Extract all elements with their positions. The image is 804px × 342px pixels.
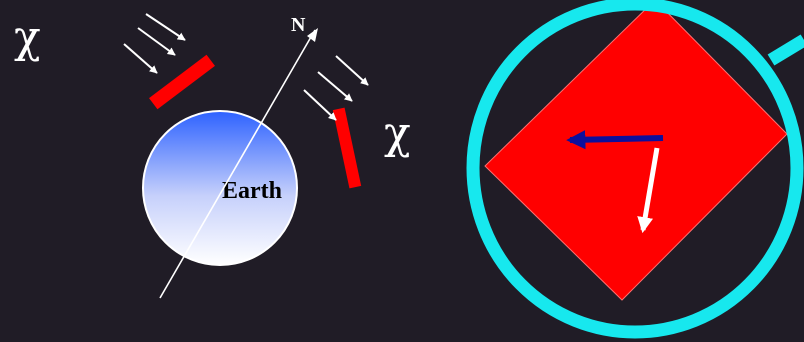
chi-label-left: χ xyxy=(14,12,41,63)
vector-horizontal-arrow xyxy=(566,130,664,150)
incoming-rays-right xyxy=(303,55,369,121)
magnifier-handle xyxy=(767,34,804,66)
vector-vertical-arrow xyxy=(637,147,660,234)
incoming-rays-left xyxy=(123,13,186,74)
chi-label-right: χ xyxy=(384,108,411,159)
north-arrowhead-icon xyxy=(307,28,318,42)
detector-panel-top xyxy=(149,54,215,110)
detector-panel-right xyxy=(332,107,362,189)
earth-axis-line xyxy=(159,29,316,299)
magnifier-ring xyxy=(466,0,804,339)
north-label: N xyxy=(291,14,306,36)
earth-label: Earth xyxy=(222,178,282,204)
earth-globe xyxy=(142,110,298,266)
magnified-panel-view xyxy=(466,0,804,339)
magnified-panel xyxy=(484,0,788,301)
